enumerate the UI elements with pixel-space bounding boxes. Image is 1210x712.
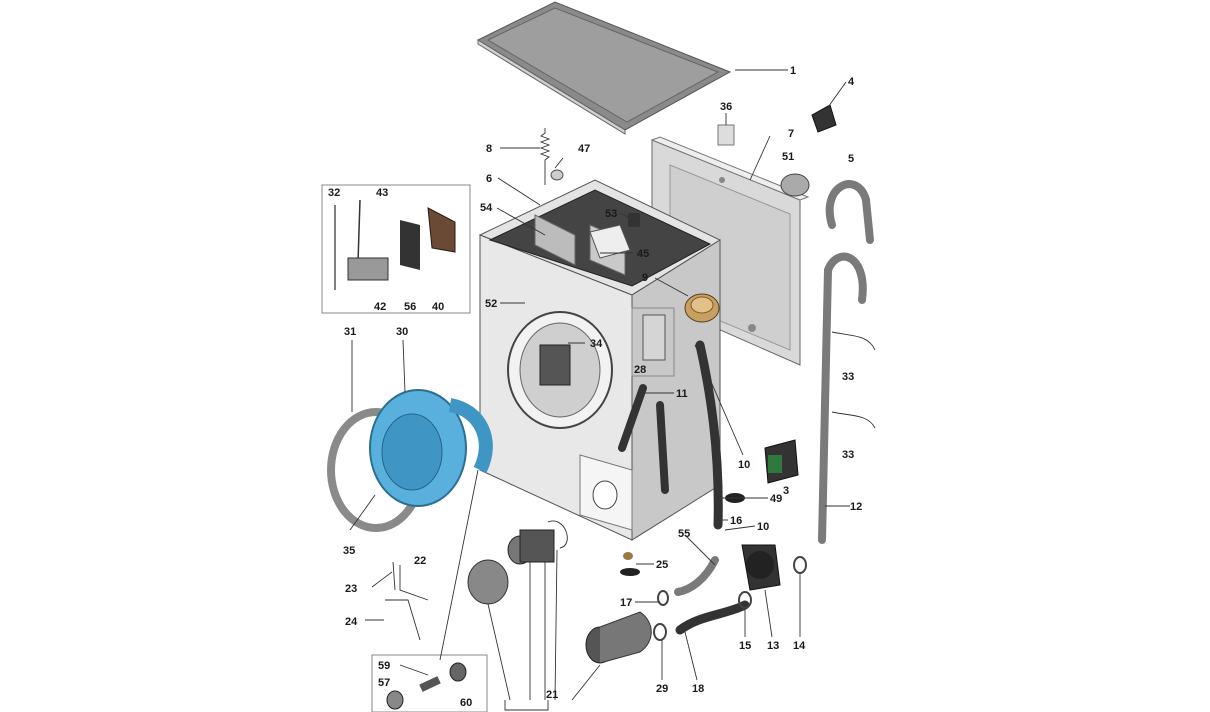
hose-10 [695, 340, 723, 530]
label-14: 14 [793, 640, 806, 652]
label-51: 51 [782, 151, 794, 163]
label-10a: 10 [738, 459, 750, 471]
clamp-17 [657, 590, 669, 606]
box-28 [631, 307, 675, 377]
label-34: 34 [590, 338, 603, 350]
part-60 [449, 662, 467, 682]
lid-19 [467, 559, 509, 605]
hose-55 [674, 556, 719, 596]
label-32: 32 [328, 187, 340, 199]
label-33a: 33 [842, 371, 854, 383]
label-13: 13 [767, 640, 779, 652]
label-47: 47 [578, 143, 590, 155]
label-12: 12 [850, 501, 862, 513]
label-33b: 33 [842, 449, 854, 461]
shock-absorbers [618, 384, 669, 494]
label-55: 55 [678, 528, 690, 540]
hose-5 [825, 180, 874, 244]
door-assembly [327, 389, 493, 532]
label-21: 21 [546, 689, 558, 701]
label-43: 43 [376, 187, 388, 199]
spring-59 [419, 676, 441, 692]
foot-25 [620, 552, 640, 576]
label-18: 18 [692, 683, 704, 695]
label-28: 28 [634, 364, 646, 376]
motor-21 [507, 529, 555, 565]
label-15: 15 [739, 640, 751, 652]
inset-box-bottom [371, 654, 488, 712]
label-35: 35 [343, 545, 355, 557]
spring-8 [539, 128, 551, 185]
label-57: 57 [378, 677, 390, 689]
label-10b: 10 [757, 521, 769, 533]
label-49: 49 [770, 493, 782, 505]
wire-33a [831, 331, 876, 351]
label-25: 25 [656, 559, 668, 571]
label-54: 54 [480, 202, 493, 214]
latch-53 [628, 213, 640, 227]
label-1: 1 [790, 65, 796, 77]
part-labels: 1 4 36 7 8 47 51 5 6 53 54 45 32 43 9 52… [328, 65, 862, 709]
label-7: 7 [788, 128, 794, 140]
label-45: 45 [637, 248, 649, 260]
label-52: 52 [485, 298, 497, 310]
inset-box-top [321, 184, 471, 314]
bracket-45 [589, 224, 631, 259]
top-cover [476, 1, 732, 135]
bracket-34 [539, 344, 571, 386]
wire-22 [399, 565, 429, 601]
label-3: 3 [783, 485, 789, 497]
label-11: 11 [676, 388, 688, 400]
wire-33b [831, 411, 876, 429]
knob-47 [550, 169, 564, 181]
rod-23 [392, 561, 396, 591]
label-56: 56 [404, 301, 416, 313]
label-23: 23 [345, 583, 357, 595]
label-4: 4 [848, 76, 855, 88]
label-36: 36 [720, 101, 732, 113]
belt-21 [547, 520, 568, 549]
hose-18 [675, 600, 750, 635]
leader-lines [349, 69, 850, 711]
clamp-14 [793, 556, 807, 574]
drum-29 [585, 611, 652, 664]
handle-24 [385, 599, 421, 641]
label-24: 24 [345, 616, 358, 628]
label-22: 22 [414, 555, 426, 567]
label-8: 8 [486, 143, 492, 155]
label-16: 16 [730, 515, 742, 527]
drain-pump [741, 544, 781, 591]
label-30: 30 [396, 326, 408, 338]
clip-36 [717, 124, 735, 146]
label-40: 40 [432, 301, 444, 313]
motor-51 [780, 173, 810, 197]
label-31: 31 [344, 326, 356, 338]
label-59: 59 [378, 660, 390, 672]
label-17: 17 [620, 597, 632, 609]
label-42: 42 [374, 301, 386, 313]
label-5: 5 [848, 153, 854, 165]
lock-4 [811, 104, 837, 133]
label-9: 9 [642, 272, 648, 284]
label-6: 6 [486, 173, 492, 185]
label-60: 60 [460, 697, 472, 709]
label-29: 29 [656, 683, 668, 695]
clamp-29 [653, 623, 667, 641]
part-57 [386, 690, 404, 710]
hose-12 [818, 252, 867, 544]
label-53: 53 [605, 208, 617, 220]
pressure-switch [684, 293, 720, 323]
module-28 [642, 314, 666, 361]
